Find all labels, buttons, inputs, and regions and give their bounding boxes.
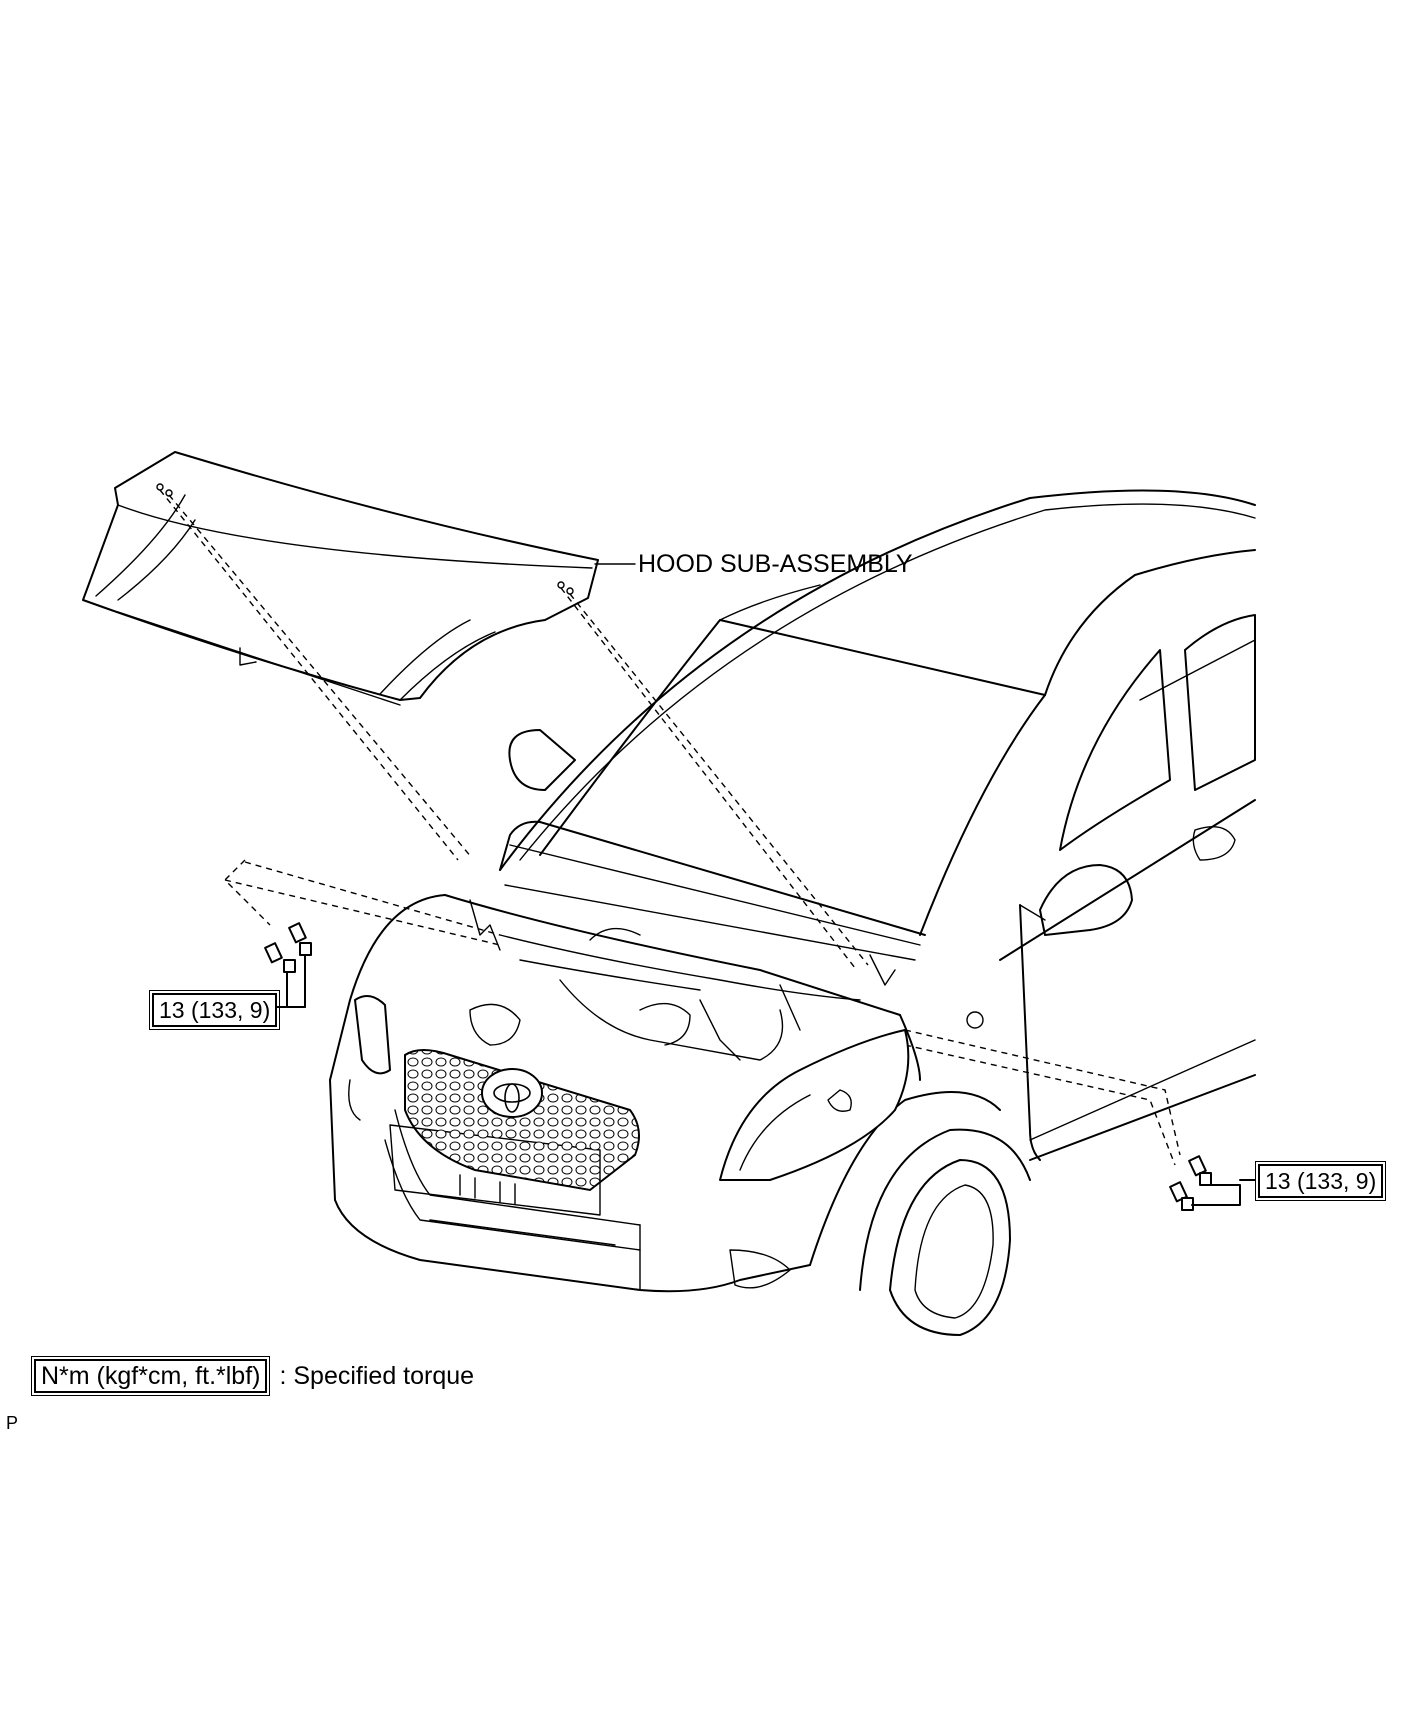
torque-legend: N*m (kgf*cm, ft.*lbf) : Specified torque [30,1356,475,1396]
torque-spec-right: 13 (133, 9) [1254,1161,1387,1201]
car-body-drawing [329,489,1256,1336]
bolt-icon [1188,1155,1212,1186]
torque-legend-text: : Specified torque [279,1362,475,1390]
bolt-bracket-right [1191,1179,1256,1206]
hood-sub-assembly-drawing [82,451,599,706]
torque-spec-left: 13 (133, 9) [148,990,281,1030]
hood-sub-assembly-label: HOOD SUB-ASSEMBLY [638,550,913,578]
front-grille [404,1049,640,1192]
bolt-icon [264,942,296,973]
corner-mark: P [6,1413,19,1433]
torque-unit-box: N*m (kgf*cm, ft.*lbf) [30,1356,271,1396]
bolt-icon [288,922,312,956]
toyota-emblem-icon [481,1068,543,1118]
bolt-icon [1169,1181,1194,1211]
